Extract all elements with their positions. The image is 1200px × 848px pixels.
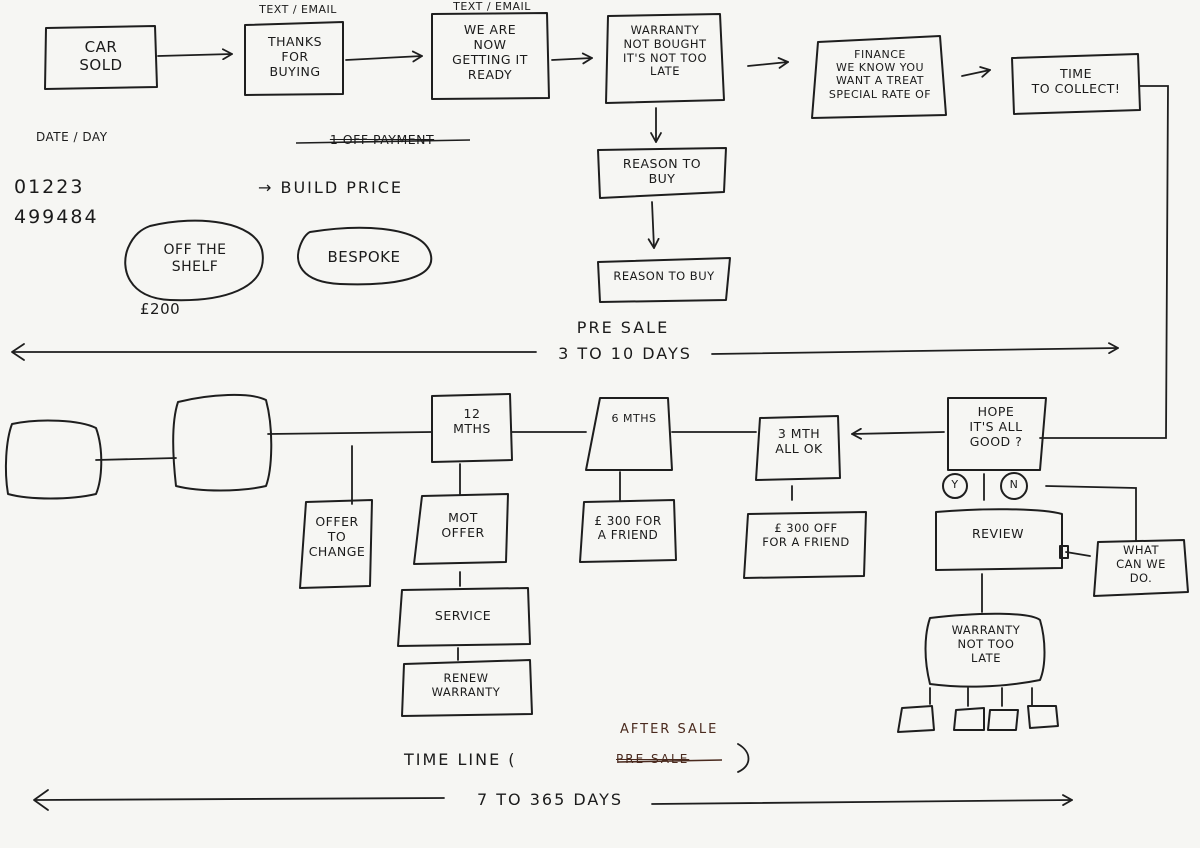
arrow-reason-reason <box>647 201 660 249</box>
blank-box-1 <box>4 419 103 500</box>
bespoke-oval <box>297 226 433 286</box>
getting-ready-label: WE ARE NOW GETTING IT READY <box>452 22 528 82</box>
aftersale-days: 7 TO 365 DAYS <box>476 790 623 809</box>
offer-change-label: OFFER TO CHANGE <box>308 514 366 559</box>
conn-review-what <box>1065 551 1091 557</box>
review-tab <box>1059 545 1069 559</box>
months-12-box <box>431 393 513 463</box>
warranty-box <box>605 13 725 104</box>
what-can-we-do-box <box>1093 539 1189 597</box>
renew-warranty-label: RENEW WARRANTY <box>431 671 501 699</box>
review-label: REVIEW <box>971 526 1025 541</box>
arrow-warranty-finance <box>747 57 789 69</box>
off-shelf-oval <box>124 219 264 302</box>
no-to-what-line <box>1045 485 1137 541</box>
arrow-thanks-ready <box>345 50 423 63</box>
friend-300-a-box <box>579 499 677 563</box>
presale-timeline-right <box>711 342 1119 355</box>
off-shelf-label: OFF THE SHELF <box>163 242 227 275</box>
no-label: N <box>1009 478 1019 491</box>
reason-box-1 <box>597 147 727 199</box>
ready-channel-label: TEXT / EMAIL <box>453 0 531 13</box>
reason-1-label: REASON TO BUY <box>622 156 702 186</box>
thanks-channel-label: TEXT / EMAIL <box>259 3 337 16</box>
bespoke-label: BESPOKE <box>327 248 401 266</box>
review-box <box>935 508 1063 571</box>
arrow-hope-3mth <box>851 427 945 440</box>
months-3-box <box>755 415 841 481</box>
yes-label: Y <box>951 478 959 491</box>
finance-box <box>811 35 947 119</box>
presale-timeline-left-head <box>11 343 25 361</box>
hope-box <box>947 397 1047 471</box>
arrow-ready-warranty <box>551 52 593 65</box>
branch-box-1 <box>897 705 935 733</box>
aftersale-paren <box>737 743 750 773</box>
phone-line-2: 499484 <box>14 206 99 228</box>
date-label: DATE / DAY <box>36 130 108 144</box>
collect-to-hope-line <box>1039 85 1169 439</box>
aftersale-title: TIME LINE ( <box>404 750 517 769</box>
mot-offer-box <box>413 493 509 565</box>
arrow-sold-thanks <box>157 48 233 61</box>
thanks-box <box>244 21 344 96</box>
months-6-label: 6 MTHS <box>611 412 657 425</box>
presale-days: 3 TO 10 DAYS <box>558 344 692 363</box>
phone-line-1: 01223 <box>14 176 85 198</box>
time-to-collect-label: TIME TO COLLECT! <box>1031 66 1121 96</box>
warranty-label: WARRANTY NOT BOUGHT IT'S NOT TOO LATE <box>623 23 707 79</box>
offer-change-box <box>299 499 373 589</box>
aftersale-struck-label: PRE SALE <box>616 752 690 766</box>
warranty-late-label: WARRANTY NOT TOO LATE <box>951 623 1021 665</box>
blank-box-2 <box>172 393 273 492</box>
thanks-label: THANKS FOR BUYING <box>267 34 323 79</box>
aftersale-timeline-left <box>35 797 445 801</box>
renew-box <box>401 659 533 717</box>
presale-title: PRE SALE <box>576 318 670 337</box>
car-sold-label: CAR SOLD <box>79 38 123 74</box>
service-box <box>397 587 531 647</box>
yes-circle <box>942 473 968 499</box>
aftersale-strike <box>617 759 723 763</box>
what-can-we-do-label: WHAT CAN WE DO. <box>1116 543 1166 585</box>
build-price-label: → BUILD PRICE <box>258 178 403 197</box>
friend-300-a-label: £ 300 FOR A FRIEND <box>594 514 662 543</box>
getting-ready-box <box>431 12 550 100</box>
time-to-collect-box <box>1011 53 1141 115</box>
branch-box-2 <box>953 707 985 731</box>
branch-box-3 <box>987 709 1019 731</box>
aftersale-timeline-right <box>651 794 1073 806</box>
price-tag: £200 <box>140 300 181 318</box>
car-sold-box <box>44 25 158 90</box>
arrow-finance-collect <box>961 66 991 78</box>
months-3-label: 3 MTH ALL OK <box>775 426 823 456</box>
service-label: SERVICE <box>434 608 492 623</box>
branch-box-4 <box>1027 705 1059 729</box>
finance-label: FINANCE WE KNOW YOU WANT A TREAT SPECIAL… <box>828 48 932 101</box>
months-6-box <box>585 397 673 471</box>
friend-300-b-box <box>743 511 867 579</box>
no-circle <box>1000 472 1028 500</box>
branch-lines <box>929 687 1033 707</box>
off-payment-label: 1 OFF PAYMENT <box>329 132 435 147</box>
off-payment-strike <box>295 139 471 144</box>
warranty-late-box <box>924 612 1046 688</box>
friend-300-b-label: £ 300 OFF FOR A FRIEND <box>762 521 850 549</box>
mot-offer-label: MOT OFFER <box>441 510 485 540</box>
afterline-main <box>267 431 433 435</box>
aftersale-timeline-left-head <box>33 789 49 811</box>
aftersale-replacement-label: AFTER SALE <box>620 722 719 737</box>
connector-blank <box>95 457 177 461</box>
reason-box-2 <box>597 257 731 303</box>
months-12-label: 12 MTHS <box>453 406 491 436</box>
hope-label: HOPE IT'S ALL GOOD ? <box>969 404 1023 449</box>
reason-2-label: REASON TO BUY <box>613 269 715 283</box>
